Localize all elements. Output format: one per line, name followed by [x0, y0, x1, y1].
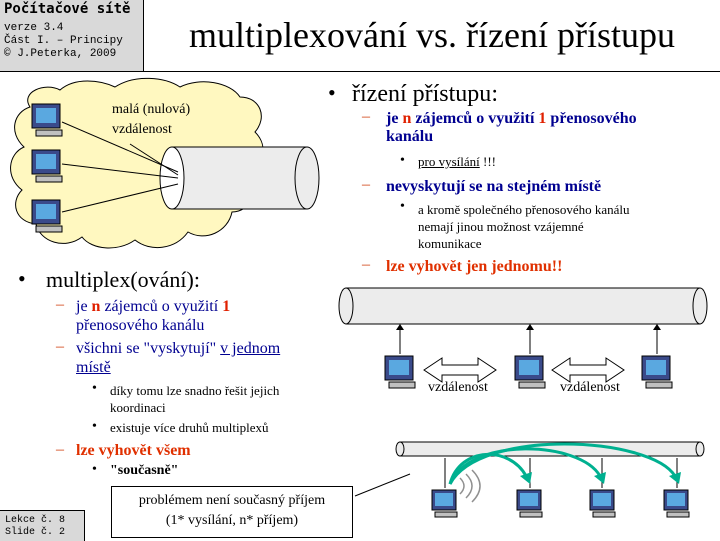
broadcast-channel-tube — [395, 441, 705, 457]
access-item-3: lze vyhovět jen jednomu!! — [386, 258, 563, 275]
computer-icon — [516, 489, 543, 518]
computer-icon — [431, 489, 458, 518]
signal-arrow — [448, 442, 677, 485]
computer-icon — [663, 489, 690, 518]
access-control-bullet: • — [328, 80, 336, 105]
access-control-heading: řízení přístupu: — [352, 81, 498, 107]
shared-channel-tube — [338, 287, 708, 325]
double-arrow-icon — [551, 357, 625, 383]
channel-tube — [159, 146, 320, 210]
cloud-label-line2: vzdálenost — [112, 122, 172, 137]
multiplex-item-2-sub-2: existuje více druhů multiplexů — [110, 420, 269, 435]
dot-marker: • — [92, 419, 97, 434]
multiplex-heading: multiplex(ování): — [46, 267, 200, 292]
copyright-text: © J.Peterka, 2009 — [4, 48, 117, 60]
callout-line-2: (1* vysílání, n* příjem) — [165, 513, 299, 528]
dot-marker: • — [92, 381, 97, 396]
part-text: Část I. – Principy — [4, 35, 123, 47]
access-item-2-sub: a kromě společného přenosového kanálu ne… — [418, 202, 630, 251]
multiplex-bullet: • — [18, 266, 26, 291]
access-item-2: nevyskytují se na stejném místě — [386, 178, 602, 195]
multiplex-item-1: je n zájemců o využití 1 přenosového kan… — [76, 298, 231, 334]
computer-icon — [31, 149, 63, 183]
multiplex-item-2: všichni se "vyskytují" v jednom místě — [76, 340, 281, 376]
computer-icon — [589, 489, 616, 518]
distance-label-left: vzdálenost — [428, 380, 488, 395]
version-text: verze 3.4 — [4, 22, 64, 34]
dash-marker: – — [56, 338, 64, 355]
computer-icon — [384, 355, 416, 389]
cloud-label-line1: malá (nulová) — [112, 102, 191, 117]
multiplex-diagram — [10, 77, 320, 249]
computer-icon — [514, 355, 546, 389]
distance-label-right: vzdálenost — [560, 380, 620, 395]
computer-icon — [31, 103, 63, 137]
title-bar: multiplexování vs. řízení přístupu — [144, 0, 720, 72]
computer-icon — [641, 355, 673, 389]
double-arrow-icon — [423, 357, 497, 383]
access-item-1-sub: pro vysílání !!! — [418, 154, 496, 169]
dash-marker: – — [56, 441, 64, 458]
dash-marker: – — [362, 256, 370, 273]
callout-box: problémem není současný příjem (1* vysíl… — [111, 486, 353, 538]
dash-marker: – — [362, 108, 370, 125]
callout-line-1: problémem není současný příjem — [138, 493, 326, 508]
dash-marker: – — [362, 176, 370, 193]
computer-icon — [31, 199, 63, 233]
access-item-1: je n zájemců o využití 1 přenosového kan… — [386, 110, 637, 145]
broadcast-diagram — [354, 441, 705, 518]
course-info-box: Počítačové sítě verze 3.4 Část I. – Prin… — [0, 0, 144, 72]
slide-title: multiplexování vs. řízení přístupu — [189, 15, 675, 55]
multiplex-item-2-sub-1: díky tomu lze snadno řešit jejich koordi… — [110, 383, 280, 415]
access-diagram — [338, 287, 708, 389]
cloud-label: malá (nulová) vzdálenost — [112, 100, 190, 140]
slide-number: Slide č. 2 — [5, 527, 66, 538]
slide-info-box: Lekce č. 8 Slide č. 2 — [0, 510, 85, 541]
course-meta: verze 3.4 Část I. – Principy © J.Peterka… — [4, 22, 123, 61]
course-name: Počítačové sítě — [4, 1, 131, 17]
dot-marker: • — [400, 199, 405, 214]
dot-marker: • — [92, 462, 97, 477]
lesson-number: Lekce č. 8 — [5, 515, 66, 526]
multiplex-item-3: lze vyhovět všem — [76, 442, 191, 459]
multiplex-item-3-sub: "současně" — [110, 463, 179, 478]
dot-marker: • — [400, 153, 405, 168]
dash-marker: – — [56, 296, 64, 313]
